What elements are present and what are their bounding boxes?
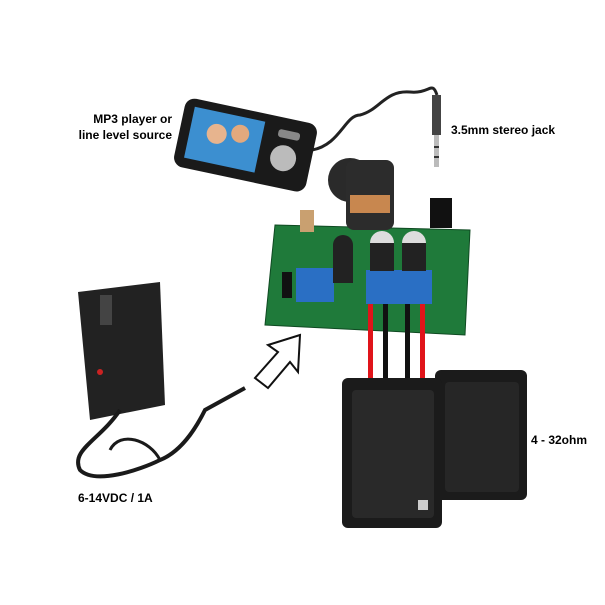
- jack-label: 3.5mm stereo jack: [451, 123, 556, 137]
- speaker-wires: [368, 304, 425, 384]
- power-input-arrow-icon: [253, 333, 302, 390]
- power-adapter-icon: [76, 282, 246, 479]
- source-label-line1: MP3 player or: [93, 112, 172, 126]
- stereo-jack-icon: [432, 95, 441, 167]
- source-label-line2: line level source: [78, 128, 172, 142]
- audio-cable: [311, 86, 439, 152]
- source-label: MP3 player or line level source: [62, 111, 172, 143]
- speaker-impedance-label: 4 - 32ohm: [531, 433, 588, 447]
- mp3-player-icon: [174, 98, 317, 192]
- amplifier-board: [264, 158, 471, 336]
- speaker-icon: [342, 378, 442, 528]
- power-supply-label: 6-14VDC / 1A: [78, 491, 153, 505]
- speaker-icon: [435, 370, 527, 500]
